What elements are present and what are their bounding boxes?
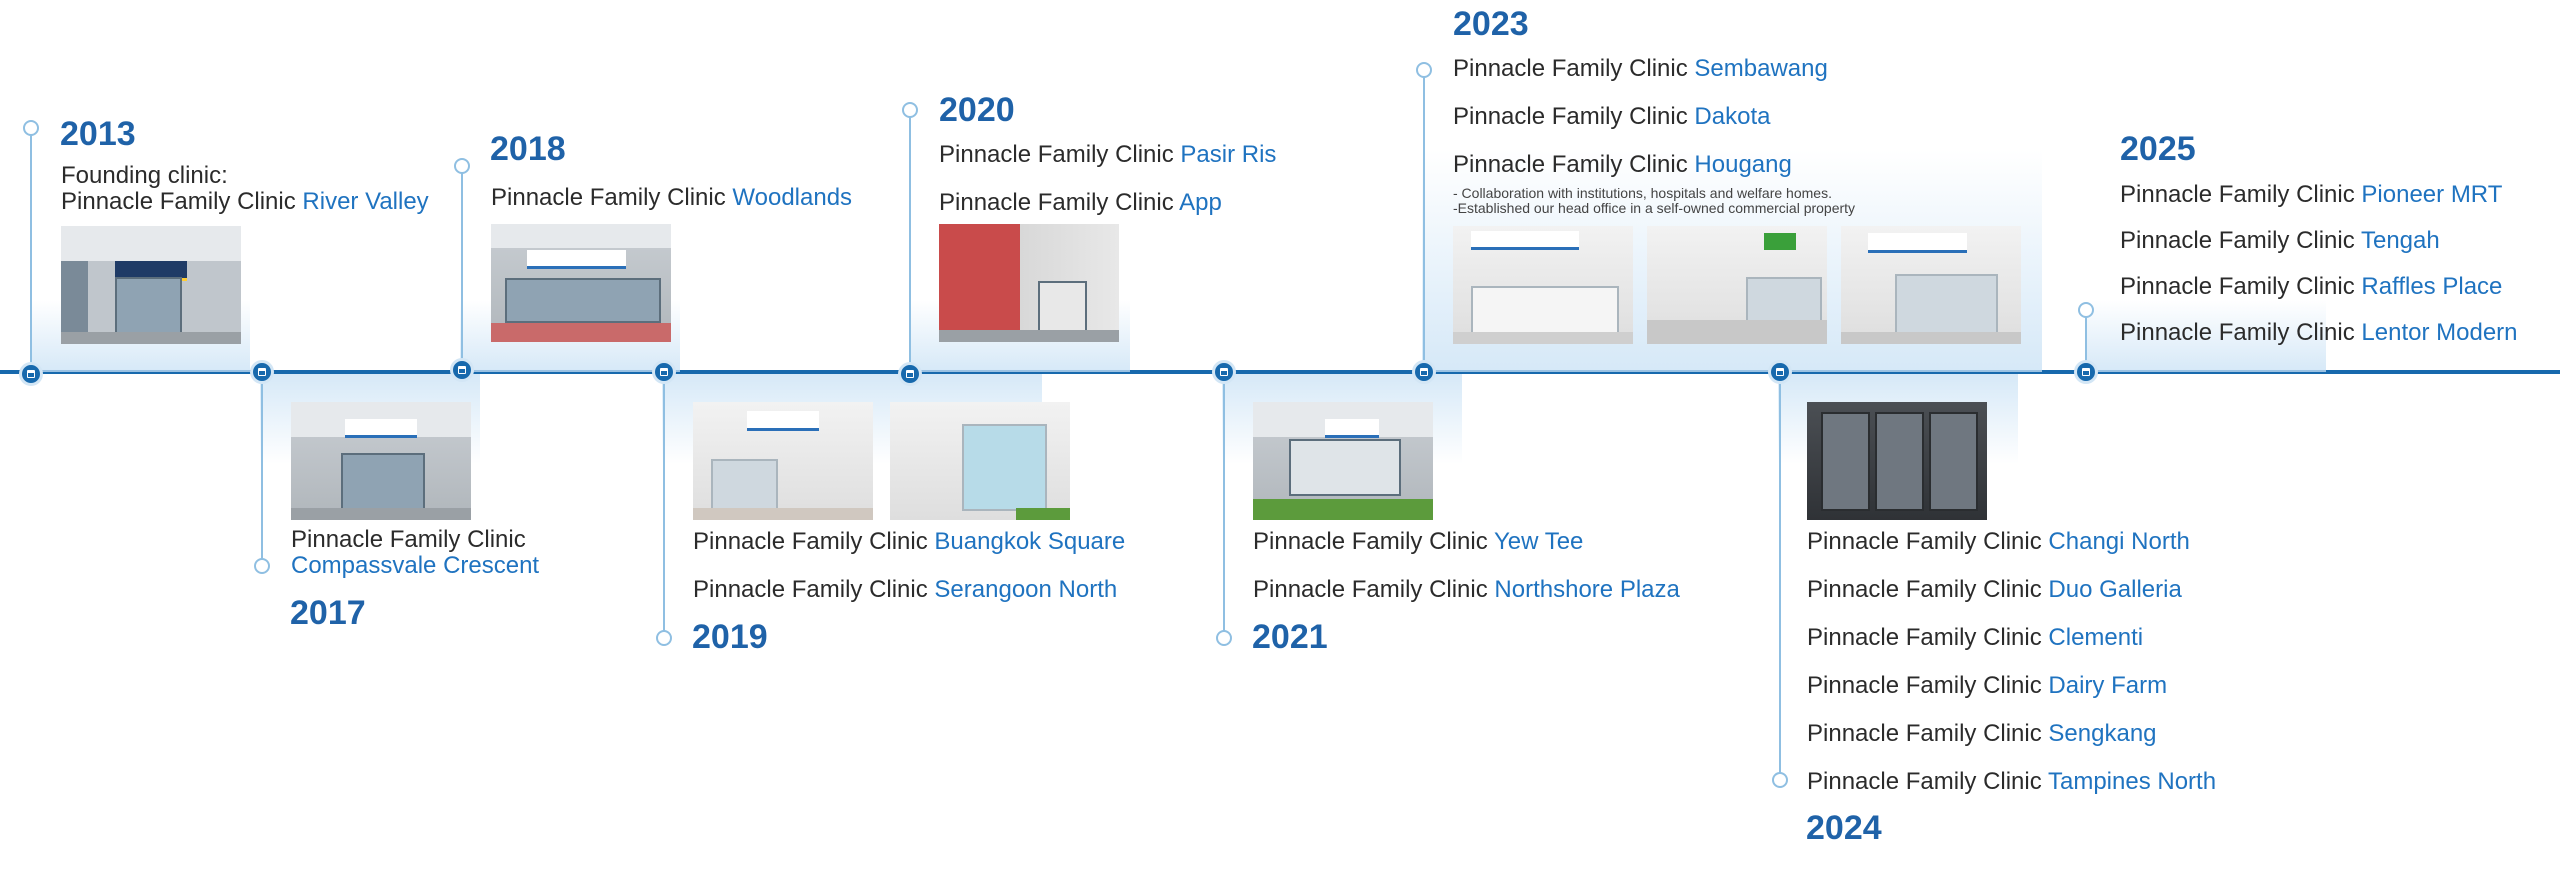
connector-dot-2021 [1216,630,1232,646]
clinic-entry-2025-3: Pinnacle Family Clinic Raffles Place [2120,273,2503,300]
note-collaboration: - Collaboration with institutions, hospi… [1453,185,1832,201]
clinic-photo-2019-2 [890,402,1070,520]
connector-dot-2025 [2078,302,2094,318]
year-2023: 2023 [1453,5,1529,43]
clinic-entry-2024-3: Pinnacle Family Clinic Clementi [1807,624,2144,651]
clinic-entry-2024-5: Pinnacle Family Clinic Sengkang [1807,720,2157,747]
calendar-icon-2019 [652,360,676,384]
calendar-icon-2025 [2074,360,2098,384]
clinic-photo-2023-2 [1647,226,1827,344]
clinic-entry-2023-3: Pinnacle Family Clinic Hougang [1453,151,1792,178]
year-2025: 2025 [2120,130,2196,168]
connector-dot-2018 [454,158,470,174]
connector-2024 [1779,372,1781,780]
connector-2019 [663,372,665,638]
clinic-entry-2024-4: Pinnacle Family Clinic Dairy Farm [1807,672,2168,699]
founding-label: Founding clinic: [61,162,228,189]
clinic-entry-2024-6: Pinnacle Family Clinic Tampines North [1807,768,2217,795]
calendar-icon-2013 [19,362,43,386]
year-2018: 2018 [490,130,566,168]
connector-dot-2023 [1416,62,1432,78]
clinic-location-2017: Compassvale Crescent [291,552,540,579]
clinic-photo-2023-3 [1841,226,2021,344]
clinic-location: River Valley [302,188,429,215]
connector-2017 [261,372,263,566]
clinic-photo-2020 [939,224,1119,342]
connector-dot-2024 [1772,772,1788,788]
clinic-photo-2019-1 [693,402,873,520]
year-2020: 2020 [939,91,1015,129]
connector-2018 [461,166,463,372]
clinic-entry-2021-1: Pinnacle Family Clinic Yew Tee [1253,528,1584,555]
calendar-icon-2017 [250,360,274,384]
clinic-entry-2023-1: Pinnacle Family Clinic Sembawang [1453,55,1828,82]
clinic-entry-2024-2: Pinnacle Family Clinic Duo Galleria [1807,576,2182,603]
clinic-entry-2018-1: Pinnacle Family Clinic Woodlands [491,184,853,211]
calendar-icon-2020 [898,362,922,386]
clinic-entry-2020-2: Pinnacle Family Clinic App [939,189,1222,216]
note-head-office: -Established our head office in a self-o… [1453,200,1856,216]
connector-dot-2017 [254,558,270,574]
calendar-icon-2018 [450,358,474,382]
year-2019: 2019 [692,618,768,656]
clinic-entry-2025-4: Pinnacle Family Clinic Lentor Modern [2120,319,2518,346]
connector-2023 [1423,70,1425,372]
clinic-photo-2021 [1253,402,1433,520]
year-2021: 2021 [1252,618,1328,656]
clinic-prefix-2017: Pinnacle Family Clinic [291,526,526,553]
clinic-photo-2013 [61,226,241,344]
clinic-photo-2018 [491,224,671,342]
clinic-prefix: Pinnacle Family Clinic [61,188,296,215]
clinic-entry-2023-2: Pinnacle Family Clinic Dakota [1453,103,1771,130]
clinic-entry-2019-2: Pinnacle Family Clinic Serangoon North [693,576,1118,603]
year-2017: 2017 [290,594,366,632]
clinic-photo-2017 [291,402,471,520]
connector-2025 [2085,310,2087,372]
clinic-photo-2023-1 [1453,226,1633,344]
clinic-entry-2021-2: Pinnacle Family Clinic Northshore Plaza [1253,576,1680,603]
connector-dot-2020 [902,102,918,118]
clinic-entry-2013-1: Pinnacle Family Clinic River Valley [61,188,429,216]
connector-dot-2013 [23,120,39,136]
connector-dot-2019 [656,630,672,646]
year-2013: 2013 [60,115,136,153]
clinic-photo-2024 [1807,402,1987,520]
calendar-icon-2021 [1212,360,1236,384]
timeline-axis [0,370,2560,374]
connector-2013 [30,128,32,372]
clinic-entry-2024-1: Pinnacle Family Clinic Changi North [1807,528,2190,555]
year-2024: 2024 [1806,809,1882,847]
clinic-entry-2025-2: Pinnacle Family Clinic Tengah [2120,227,2440,254]
clinic-entry-2020-1: Pinnacle Family Clinic Pasir Ris [939,141,1277,168]
connector-2021 [1223,372,1225,638]
calendar-icon-2024 [1768,360,1792,384]
calendar-icon-2023 [1412,360,1436,384]
connector-2020 [909,110,911,372]
clinic-entry-2025-1: Pinnacle Family Clinic Pioneer MRT [2120,181,2503,208]
clinic-entry-2019-1: Pinnacle Family Clinic Buangkok Square [693,528,1126,555]
